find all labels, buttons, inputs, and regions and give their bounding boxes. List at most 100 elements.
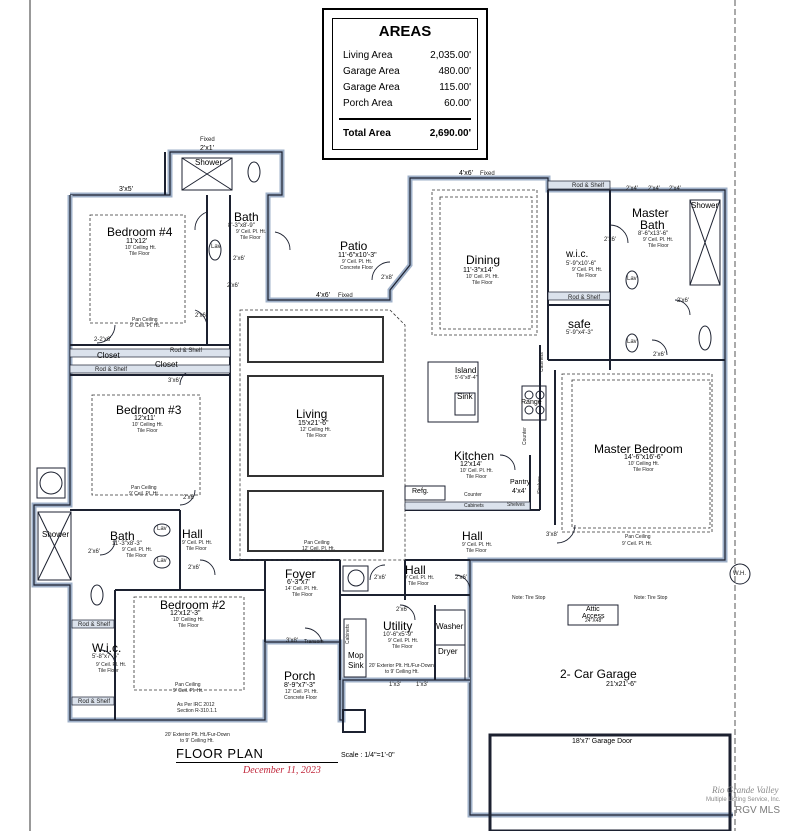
- water-heater-label: W.H.: [733, 571, 746, 577]
- room-patio-name: Patio: [340, 239, 368, 253]
- window-dim: 4'x6': [459, 170, 473, 177]
- room-bath-left-note: Tile Floor: [126, 553, 147, 559]
- window-dim: 1'x3': [416, 682, 428, 688]
- room-living-name: Living: [296, 407, 328, 421]
- watermark-subtitle: Multiple Listing Service, Inc.: [706, 797, 781, 803]
- door-dim: 2'x6': [455, 575, 467, 581]
- areas-row-label: Porch Area: [343, 98, 393, 109]
- door-dim: 2'x6': [88, 549, 100, 555]
- room-bath-top-name: Bath: [234, 210, 259, 224]
- room-bedroom-4-pan2: 9' Ceil. Pl. Ht.: [130, 323, 161, 329]
- room-master-bedroom-pan: Pan Ceiling: [625, 534, 651, 540]
- room-hall-kitchen-note: 9' Ceil. Pl. Ht.: [462, 542, 493, 548]
- room-dining-note: 10' Ceil. Pl. Ht.: [466, 274, 499, 280]
- showers: [37, 157, 721, 581]
- rod-shelf-label: Rod & Shelf: [78, 622, 111, 628]
- areas-row-label: Living Area: [343, 50, 393, 61]
- tire-stop-note: Note: Tire Stop: [512, 595, 546, 601]
- room-living-pan: Pan Ceiling: [304, 540, 330, 546]
- porch-door-dim: 3'x8': [286, 638, 298, 644]
- room-master-bedroom-pan2: 9' Ceil. Pl. Ht.: [622, 541, 653, 547]
- shower-master-label: Shower: [691, 201, 719, 210]
- door-dim: 2'x6': [183, 495, 195, 501]
- room-wic-master-dims: 5'-9"x10'-6": [566, 261, 597, 267]
- window-dim: 2'x4': [626, 186, 638, 192]
- room-hall-kitchen-note: Tile Floor: [466, 548, 487, 554]
- door-dim: 2'x6': [604, 237, 616, 243]
- tire-stop-note: Note: Tire Stop: [634, 595, 668, 601]
- room-porch-note: 12' Ceil. Pl. Ht.: [285, 689, 318, 695]
- room-utility-note: 9' Ceil. Pl. Ht.: [388, 638, 419, 644]
- room-wic-left-dims: 5'-8"x7'-5": [92, 654, 119, 660]
- pantry-name: Pantry: [510, 479, 531, 486]
- fixtures: [36, 161, 751, 733]
- room-foyer-name: Foyer: [285, 567, 316, 581]
- window-dim: 1'x3': [389, 682, 401, 688]
- room-bedroom-2-note: Tile Floor: [178, 623, 199, 629]
- room-garage-name: 2- Car Garage: [560, 667, 637, 681]
- fixed-window-label: Fixed: [480, 171, 495, 177]
- living-ceiling-panels: [247, 316, 384, 552]
- room-bath-left-dims: 11'-3"x8'-3": [112, 541, 142, 547]
- lav-label: Lav: [627, 339, 637, 345]
- areas-total-row: Total Area 2,690.00': [343, 128, 471, 139]
- attic-access-dims: 24"X48": [585, 618, 604, 624]
- room-hall-left-name: Hall: [182, 527, 203, 541]
- room-utility-note: Tile Floor: [392, 644, 413, 650]
- cabinets-label: Cabinets: [345, 624, 351, 644]
- areas-row-label: Garage Area: [343, 82, 400, 93]
- door-dim: 2'x6': [653, 352, 665, 358]
- room-wic-master-note: Tile Floor: [576, 273, 597, 279]
- exterior-height-note: 20' Exterior Plt. Ht./Fur-Down: [369, 663, 434, 669]
- shelves-label: Shelves: [507, 502, 525, 508]
- room-living-pan2: 12' Ceil. Pl. Ht.: [302, 546, 335, 552]
- room-hall-utility-name: Hall: [405, 563, 426, 577]
- areas-total-label: Total Area: [343, 128, 391, 139]
- wall-bands: [69, 180, 611, 706]
- room-master-bedroom-note: Tile Floor: [633, 467, 654, 473]
- room-bedroom-4-note: 10' Ceiling Ht.: [125, 245, 156, 251]
- exterior-height-note-2: to 9' Ceiling Ht.: [180, 738, 214, 744]
- room-foyer-dims: 6'-3"x7': [287, 579, 310, 586]
- room-hall-kitchen-name: Hall: [462, 529, 483, 543]
- door-dim: 2'x6': [233, 256, 245, 262]
- cabinets-label: Cabinets: [464, 503, 484, 509]
- room-garage-dims: 21'x21'-6": [606, 681, 637, 688]
- mop-sink-label-2: Sink: [348, 661, 364, 670]
- door-dim: 2'x8': [381, 275, 393, 281]
- floor-plan-title: FLOOR PLAN: [176, 746, 264, 761]
- shower-top-label: Shower: [195, 158, 223, 167]
- window-dim: 2'x4': [648, 186, 660, 192]
- room-master-bath-name2: Bath: [640, 218, 665, 232]
- window-dim: 2'x4': [669, 186, 681, 192]
- door-dim: 2'x6': [188, 565, 200, 571]
- room-patio-note: 9' Ceil. Pl. Ht.: [342, 259, 373, 265]
- room-porch-name: Porch: [284, 669, 316, 683]
- room-safe-dims: 5'-9"x4'-3": [566, 330, 593, 336]
- room-bath-left-note: 9' Ceil. Pl. Ht.: [122, 547, 153, 553]
- door-dim: 2'x6': [374, 575, 386, 581]
- closet-1-label: Closet: [97, 351, 120, 360]
- areas-row-value: 115.00': [439, 82, 471, 93]
- room-master-bath-dims: 8'-6"x13'-6": [638, 231, 669, 237]
- room-living-note: 12' Ceiling Ht.: [300, 427, 331, 433]
- room-master-bedroom-dims: 14'-6"x16'-6": [624, 454, 664, 461]
- lav-label: Lav: [157, 526, 167, 532]
- lav-label: Lav: [157, 558, 167, 564]
- room-dining-note: Tile Floor: [472, 280, 493, 286]
- attic-access-label-2: Access: [582, 613, 605, 620]
- room-bedroom-2-pan2: 9' Ceil. Pl. Ht.: [173, 688, 204, 694]
- exterior-height-note-2: to 9' Ceiling Ht.: [385, 669, 419, 675]
- room-wic-left-note: 9' Ceil. Pl. Ht.: [96, 662, 127, 668]
- room-master-bath-note: 9' Ceil. Pl. Ht.: [643, 237, 674, 243]
- shower-left-label: Shower: [42, 530, 70, 539]
- room-wic-master-note: 9' Ceil. Pl. Ht.: [572, 267, 603, 273]
- cabinets-label: Cabinets: [539, 352, 545, 372]
- room-bedroom-4-note: Tile Floor: [129, 251, 150, 257]
- room-bedroom-2-note: 10' Ceiling Ht.: [173, 617, 204, 623]
- watermark-mls: RGV MLS: [735, 805, 781, 816]
- room-bedroom-3-note: Tile Floor: [137, 428, 158, 434]
- transom-label: Transom: [304, 639, 324, 645]
- island-label: Island: [455, 366, 477, 375]
- lav-label: Lav: [627, 276, 637, 282]
